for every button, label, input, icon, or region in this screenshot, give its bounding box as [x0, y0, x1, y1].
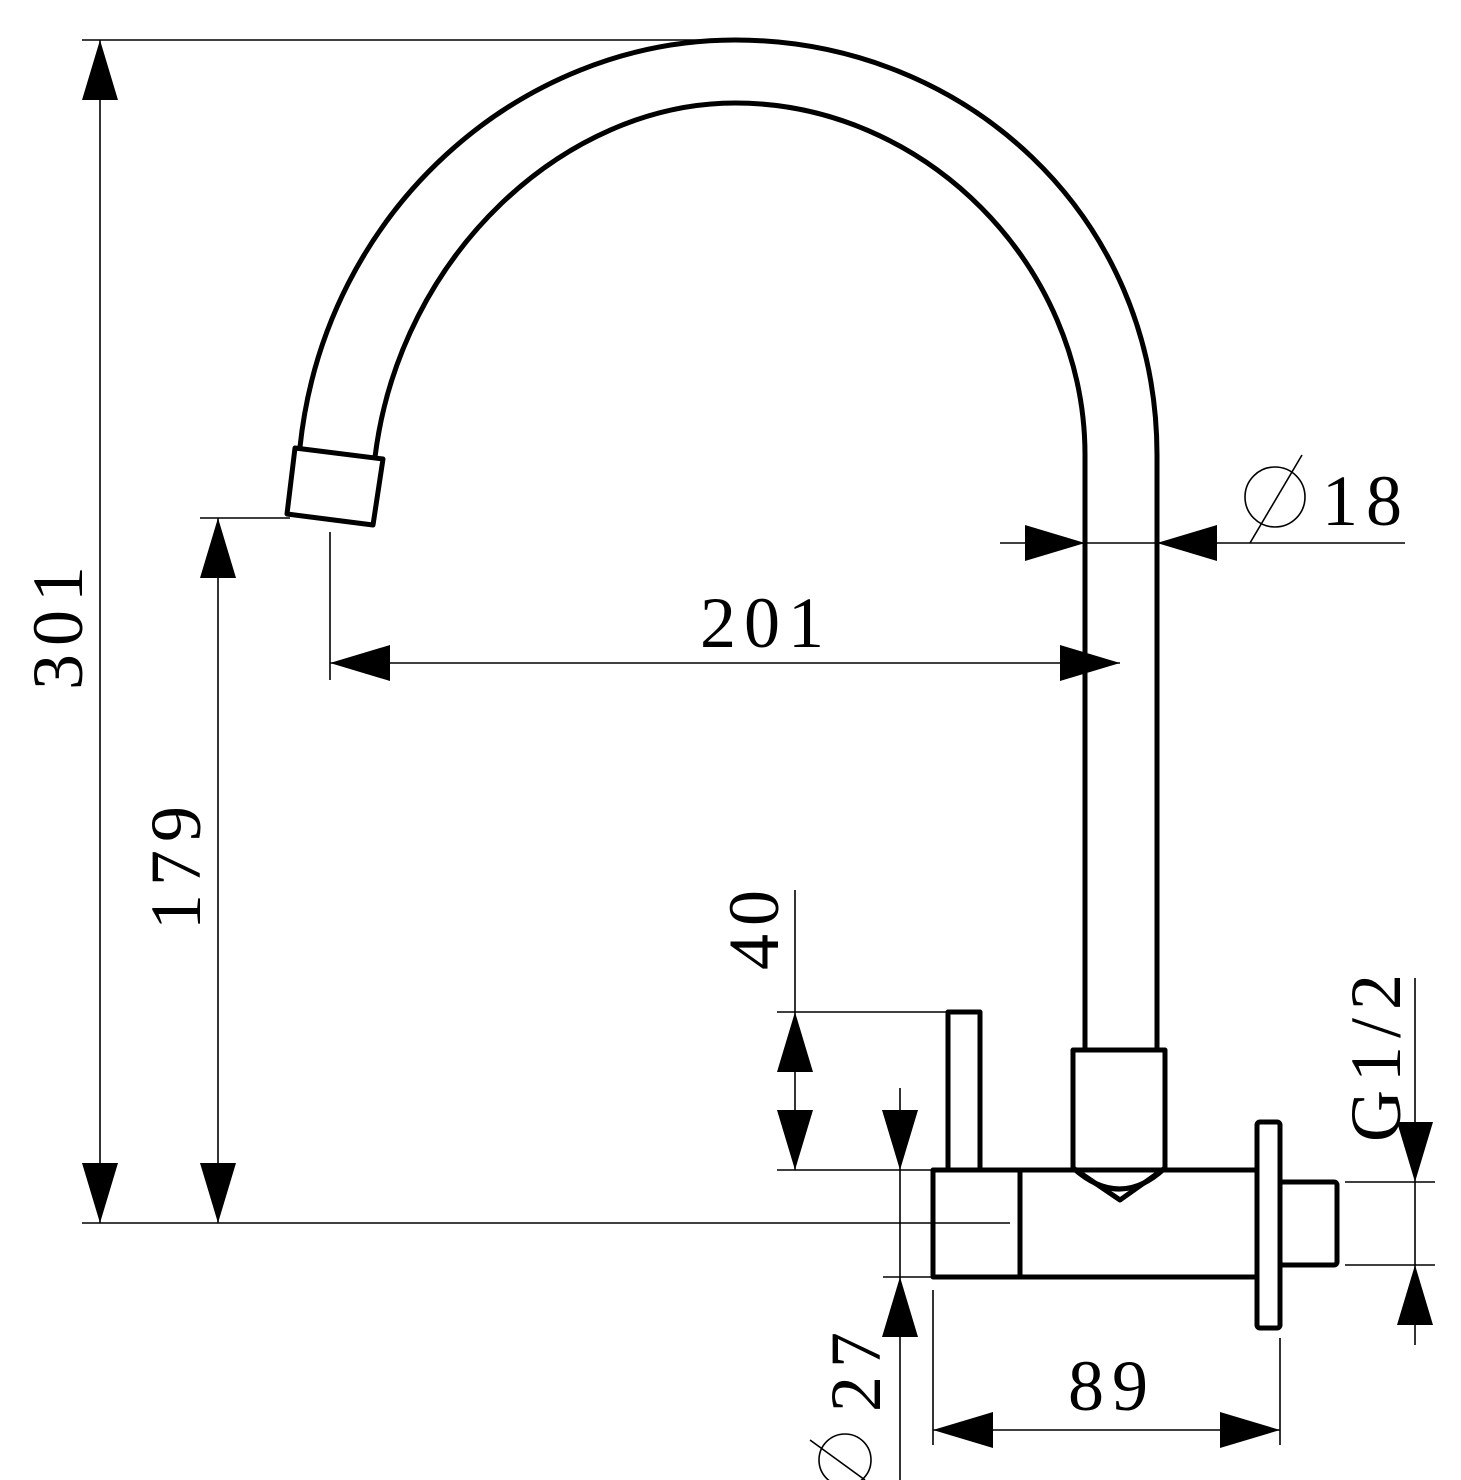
diameter-symbol-icon: [818, 1433, 872, 1480]
arrow-right: [1220, 1412, 1280, 1448]
arrow-down: [82, 1163, 118, 1223]
spout-base-curve: [1071, 1166, 1167, 1192]
dimension-label-89: 89: [1068, 1346, 1156, 1426]
arrow-left: [933, 1412, 993, 1448]
arrow-down: [1397, 1122, 1433, 1182]
arrow-right: [1060, 645, 1120, 681]
spout-base-collar: [1070, 1047, 1168, 1203]
dimension-body-diameter: 27: [809, 1088, 933, 1480]
arrow-up: [882, 1277, 918, 1337]
dimension-label-301: 301: [18, 558, 98, 690]
arrow-down: [882, 1110, 918, 1170]
lever-handle: [945, 1009, 983, 1173]
connector-nut: [1277, 1179, 1340, 1268]
dimension-label-201: 201: [700, 583, 832, 663]
arrow-right: [1025, 525, 1085, 561]
dimension-overall-height: 301: [18, 39, 1010, 1224]
dimension-label-40: 40: [714, 882, 794, 970]
dimension-label-27: 27: [816, 1324, 896, 1412]
arrow-up: [200, 518, 236, 578]
arrow-left: [1157, 525, 1217, 561]
spout-inner-edge: [372, 100, 1088, 1050]
dimension-spout-diameter: 18: [1000, 454, 1410, 561]
wall-flange: [1254, 1119, 1283, 1331]
faucet-outline: [284, 37, 1340, 1331]
dimension-outlet-height: 179: [136, 517, 290, 1223]
dimension-label-179: 179: [136, 798, 216, 930]
arrow-up: [1397, 1265, 1433, 1325]
dimension-label-g1-2: G1/2: [1336, 966, 1416, 1142]
aerator-nozzle: [284, 445, 386, 528]
arrow-down: [200, 1163, 236, 1223]
dimension-label-18: 18: [1322, 461, 1410, 541]
arrow-up: [777, 1012, 813, 1072]
dimension-handle-height: 40: [714, 882, 948, 1171]
spout-outer-edge: [297, 37, 1160, 1050]
arrow-up: [82, 40, 118, 100]
dimension-body-length: 89: [932, 1290, 1281, 1448]
arrow-down: [777, 1110, 813, 1170]
dimension-thread: G1/2: [1336, 966, 1435, 1345]
dimension-spout-reach: 201: [329, 532, 1120, 681]
arrow-left: [330, 645, 390, 681]
diameter-symbol-icon: [1244, 466, 1306, 528]
